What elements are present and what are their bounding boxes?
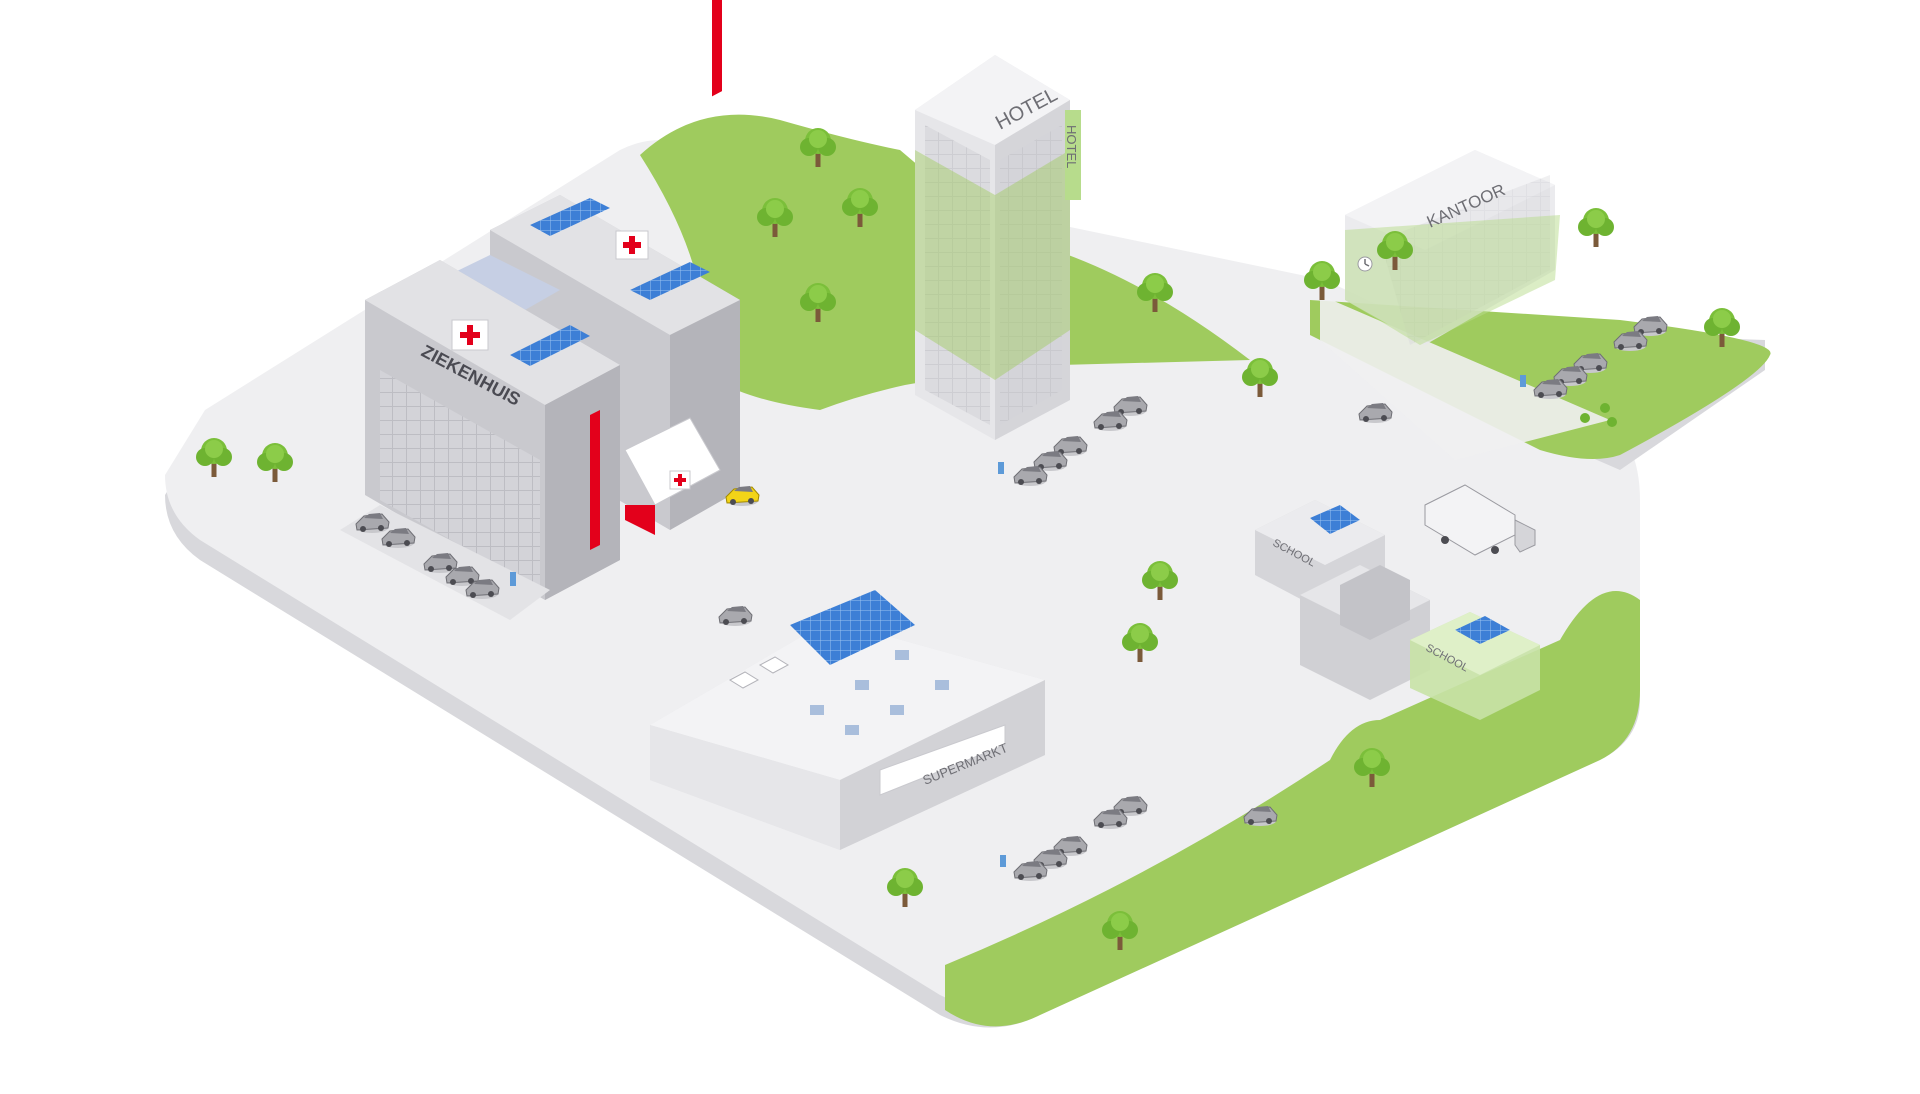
- hospital: ZIEKENHUIS: [365, 0, 740, 600]
- red-cross-icon: [669, 470, 691, 490]
- solar-panel-icon: [510, 325, 590, 366]
- hospital-red-stripe: [712, 0, 722, 97]
- parking-lot-supermarket: [1000, 795, 1278, 882]
- truck-icon: [1424, 484, 1536, 556]
- clock-icon: [1357, 256, 1373, 272]
- parking-lot-hotel: [998, 395, 1148, 487]
- taxi-car-icon: [725, 486, 760, 506]
- office: KANTOOR: [1345, 150, 1560, 345]
- school-main: [1300, 565, 1430, 700]
- ev-charger-icon: [510, 572, 516, 586]
- solar-panel-icon: [630, 262, 710, 300]
- solar-panel-icon: [1455, 616, 1510, 644]
- parking-lot-office: [1520, 315, 1668, 427]
- supermarket: SUPERMARKT: [650, 590, 1045, 850]
- school-2: SCHOOL: [1410, 612, 1540, 720]
- hotel: HOTEL HOTEL: [915, 55, 1081, 440]
- parking-lot-hospital: [340, 505, 550, 620]
- solar-panel-icon: [530, 198, 610, 236]
- ev-charger-icon: [1000, 855, 1006, 867]
- ev-charger-icon: [998, 462, 1004, 474]
- red-cross-icon: [615, 230, 649, 260]
- solar-panel-icon: [1310, 505, 1360, 534]
- solar-panel-icon: [790, 590, 915, 665]
- tree-icon: [1578, 208, 1614, 247]
- ev-charger-icon: [1520, 375, 1526, 387]
- hotel-vertical-sign: HOTEL: [1064, 125, 1079, 168]
- red-cross-icon: [451, 319, 489, 351]
